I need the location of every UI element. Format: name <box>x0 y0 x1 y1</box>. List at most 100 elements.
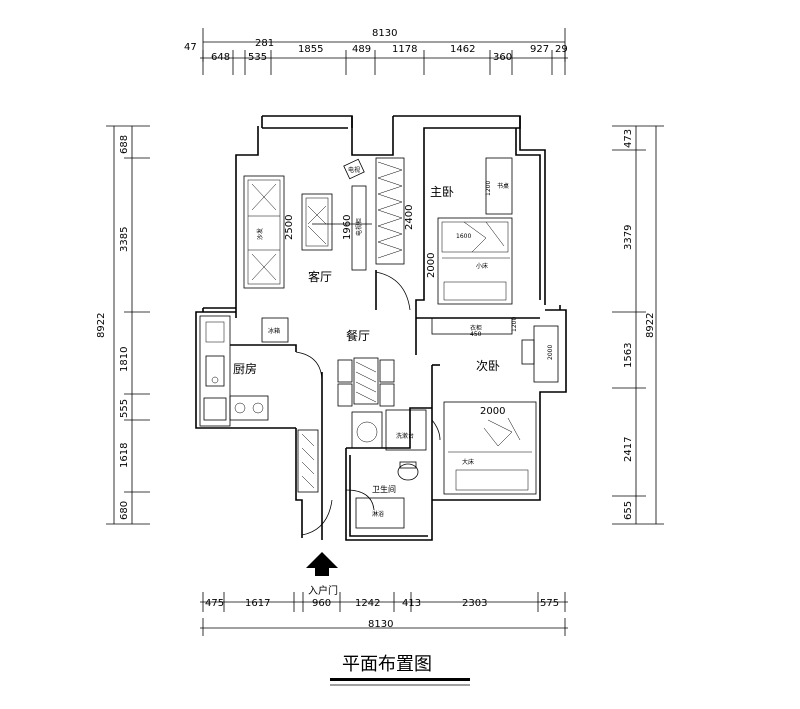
wardrobe-dim-2400: 2400 <box>404 205 415 230</box>
master-bed-dim: 1600 <box>456 233 471 240</box>
dining-label: 餐厅 <box>346 328 370 343</box>
plan-title: 平面布置图 <box>342 654 432 675</box>
wardrobe-dim-450: 1200 <box>511 317 518 332</box>
bottom-dim-1617: 1617 <box>245 598 270 609</box>
master-bedroom: 主卧 书桌 1200 1600 小床 2000 <box>426 157 513 305</box>
top-dim-360: 360 <box>493 52 512 63</box>
dining-chair <box>379 359 395 383</box>
tv-cabinet-label: 电视柜 <box>355 218 363 236</box>
tv-label: 电视 <box>348 166 360 174</box>
entrance-label: 入户门 <box>308 584 338 597</box>
top-dim-648: 648 <box>211 52 230 63</box>
left-dim-555: 555 <box>119 399 130 418</box>
right-total-dim: 8922 <box>645 313 656 338</box>
living-dim-1960: 1960 <box>342 215 353 240</box>
left-dimension-chain: 8922 688 3385 1810 555 1618 680 <box>96 125 150 525</box>
living-room: 沙发 2500 1960 电视 电视柜 客厅 <box>243 158 372 289</box>
living-door-swing <box>375 271 411 311</box>
dining-table <box>353 357 379 405</box>
shoe-cabinet <box>297 429 319 493</box>
dining-chair <box>337 359 353 383</box>
kitchen-label: 厨房 <box>233 361 257 376</box>
washing-machine <box>351 411 383 449</box>
top-dim-927: 927 <box>530 44 549 55</box>
shower <box>355 497 405 529</box>
bathroom: 洗漱台 淋浴 卫生间 <box>351 409 427 529</box>
second-bed-label: 大床 <box>462 458 474 466</box>
second-bed <box>443 401 537 495</box>
drawing-title: 平面布置图 <box>330 654 470 686</box>
top-total-dim: 8130 <box>372 28 397 39</box>
entrance-arrow-icon <box>306 552 338 568</box>
bottom-dim-960: 960 <box>312 598 331 609</box>
master-desk <box>485 157 513 215</box>
coffee-table <box>301 193 333 251</box>
sofa <box>243 175 285 289</box>
top-dimension-chain: 8130 281 47 648 535 1855 489 1178 1462 3… <box>184 28 568 75</box>
top-dim-281: 281 <box>255 38 274 49</box>
top-dim-489: 489 <box>352 44 371 55</box>
right-dim-655: 655 <box>623 501 634 520</box>
shower-label: 淋浴 <box>372 510 384 518</box>
master-bed-dim-2000: 2000 <box>426 253 437 278</box>
fridge-label: 冰箱 <box>268 327 280 335</box>
top-dim-1855: 1855 <box>298 44 323 55</box>
vanity <box>385 409 427 451</box>
toilet <box>397 463 419 481</box>
sofa-label: 沙发 <box>256 228 264 240</box>
kitchen-counter <box>199 315 231 427</box>
kitchen-door-swing <box>295 351 323 383</box>
wardrobe-dim-2000: 450 <box>470 331 482 338</box>
bedroom2-door-swing <box>431 419 441 441</box>
wardrobe-small <box>431 317 513 335</box>
second-bedroom-label: 次卧 <box>476 359 500 373</box>
master-bed-label: 小床 <box>476 262 488 270</box>
wardrobe-label: 衣柜 <box>470 324 482 332</box>
right-dim-2417: 2417 <box>623 437 634 462</box>
second-bedroom: 衣柜 450 1200 2000 次卧 2000 大床 <box>431 317 559 495</box>
bottom-dim-2303: 2303 <box>462 598 487 609</box>
right-dimension-chain: 473 3379 1563 2417 655 8922 <box>612 125 664 525</box>
right-dim-473: 473 <box>623 129 634 148</box>
bottom-total-dim: 8130 <box>368 619 393 630</box>
bathroom-label: 卫生间 <box>372 484 396 494</box>
top-dim-47: 47 <box>184 42 197 53</box>
left-dim-1810: 1810 <box>119 347 130 372</box>
entrance-marker: 入户门 <box>306 552 338 597</box>
right-dim-3379: 3379 <box>623 225 634 250</box>
left-dim-1618: 1618 <box>119 443 130 468</box>
second-desk <box>533 325 559 383</box>
vanity-label: 洗漱台 <box>396 432 414 440</box>
fridge <box>261 317 289 343</box>
wardrobe-hall: 2400 <box>375 157 415 265</box>
top-dim-29: 29 <box>555 44 568 55</box>
left-dim-3385: 3385 <box>119 227 130 252</box>
dining-chair <box>337 383 353 407</box>
bottom-dimension-chain: 475 1617 960 1242 413 2303 575 8130 <box>200 592 568 636</box>
master-bedroom-label: 主卧 <box>430 185 454 199</box>
master-desk-label: 书桌 <box>497 182 509 190</box>
top-dim-535: 535 <box>248 52 267 63</box>
tv-cabinet <box>351 185 367 271</box>
living-dim-2500: 2500 <box>284 215 295 240</box>
bottom-dim-1242: 1242 <box>355 598 380 609</box>
bottom-dim-475: 475 <box>205 598 224 609</box>
sink <box>205 355 225 387</box>
top-dim-1178: 1178 <box>392 44 417 55</box>
second-bed-dim-2000: 2000 <box>480 406 505 417</box>
bath-door-swing <box>345 489 375 511</box>
left-dim-680: 680 <box>119 501 130 520</box>
dining-chair <box>379 383 395 407</box>
master-desk-dim: 1200 <box>485 181 492 196</box>
entry-door-swing <box>301 499 333 536</box>
plant-stand <box>343 158 365 180</box>
master-bed <box>437 217 513 305</box>
bottom-dim-575: 575 <box>540 598 559 609</box>
stove <box>229 395 269 421</box>
doors <box>295 271 441 536</box>
left-dim-688: 688 <box>119 135 130 154</box>
right-dim-1563: 1563 <box>623 343 634 368</box>
dining-area: 餐厅 <box>337 328 395 407</box>
left-total-dim: 8922 <box>96 313 107 338</box>
